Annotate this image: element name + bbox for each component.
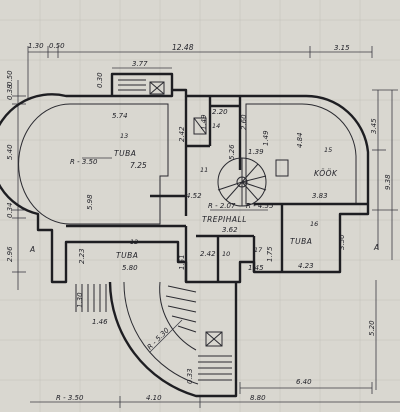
room-15-name: KÖÖK [314,169,338,178]
dim-bottom-small: 0.33 [186,368,194,384]
dim-lower-left-2: 1.46 [92,318,108,326]
dim-porch-side: 0.30 [96,72,104,88]
dim-porch-top: 3.77 [132,60,148,68]
section-mark-left: A [29,245,35,254]
room-12-name: TUBA [116,251,138,260]
room-13-name: TUBA [114,149,136,158]
room-11-dim-a: 5.26 [228,144,236,160]
dim-left-4: 0.34 [6,202,14,218]
room-10-number: 10 [222,250,230,258]
room-15-dim-side: 4.84 [296,132,304,148]
room-12-dim-bottom: 5.80 [122,264,138,272]
dim-terrace-radius: R - 5.30 [146,326,171,351]
room-17-number: 17 [254,246,263,254]
lower-steps [75,284,107,312]
dim-left-1: 0.38 [6,84,14,100]
radius-leader-terrace [149,319,183,353]
room-17-dim: 1.45 [248,264,264,272]
dim-bottom-1: 4.10 [146,394,162,402]
dim-wing-side: 1.51 [178,254,186,270]
room-11-dim-c: 4.52 [186,192,202,200]
room-11-dim-b: 1.39 [248,148,264,156]
dim-top-2: 0.50 [49,42,65,50]
room-15-dim-extra: 1.49 [262,130,270,146]
room-12-dim-side: 2.23 [78,248,86,264]
dim-bottom-2: 8.80 [250,394,266,402]
hall-dim: 3.62 [222,226,238,234]
room-15-dim-top: 2.60 [240,114,248,130]
room-14-number: 14 [212,122,220,130]
room-13-dim-top: 5.74 [112,112,128,120]
room-14-dim-mid: 1.49 [200,114,208,130]
hall-name: TREPIHALL [202,215,247,224]
section-mark-right: A [373,243,379,252]
room-13-radius: R - 3.50 [70,158,98,166]
dim-right-1: 3.45 [370,118,378,134]
dim-left-3: 5.40 [6,144,14,160]
spiral-staircase [217,157,267,207]
room-17-dim-side: 1.75 [266,246,274,262]
room-16-number: 16 [310,220,318,228]
dim-bottom-radius: R - 3.50 [56,394,84,402]
dim-right-lower: 5.20 [368,320,376,336]
hall-radius-a: R - 2.07 [208,202,236,210]
dim-top-3: 12.48 [172,43,194,52]
room-14-dim-top: 2.20 [212,108,228,116]
dim-left-5: 2.96 [6,246,14,262]
room-16-dim-side: 3.50 [338,234,346,250]
dim-left-2: 0.50 [6,70,14,86]
dim-top-1: 1.30 [28,42,44,50]
dim-bottom-right: 6.40 [296,378,312,386]
room-14-dim-side: 2.42 [178,126,186,142]
dim-lower-left-1: 1.30 [76,292,84,308]
room-10-dim: 2.42 [200,250,216,258]
hall-radius-b: R - 4.55 [246,202,274,210]
room-15-number: 15 [324,146,332,154]
outer-wall [0,88,370,284]
terrace [108,281,238,398]
dimension-lines [12,46,400,408]
room-11-number: 11 [200,166,208,174]
room-13-dim-side: 5.98 [86,194,94,210]
room-12-number: 12 [130,238,138,246]
dim-right-2: 9.38 [384,174,392,190]
dim-top-4: 3.15 [334,44,350,52]
room-13-number: 13 [120,132,128,140]
room-16-name: TUBA [290,237,312,246]
upper-steps [118,79,146,91]
walls [0,72,370,284]
room-16-dim-bottom: 4.23 [298,262,314,270]
room-15-dim-bottom: 3.83 [312,192,328,200]
room-13-area: 7.25 [130,161,147,170]
